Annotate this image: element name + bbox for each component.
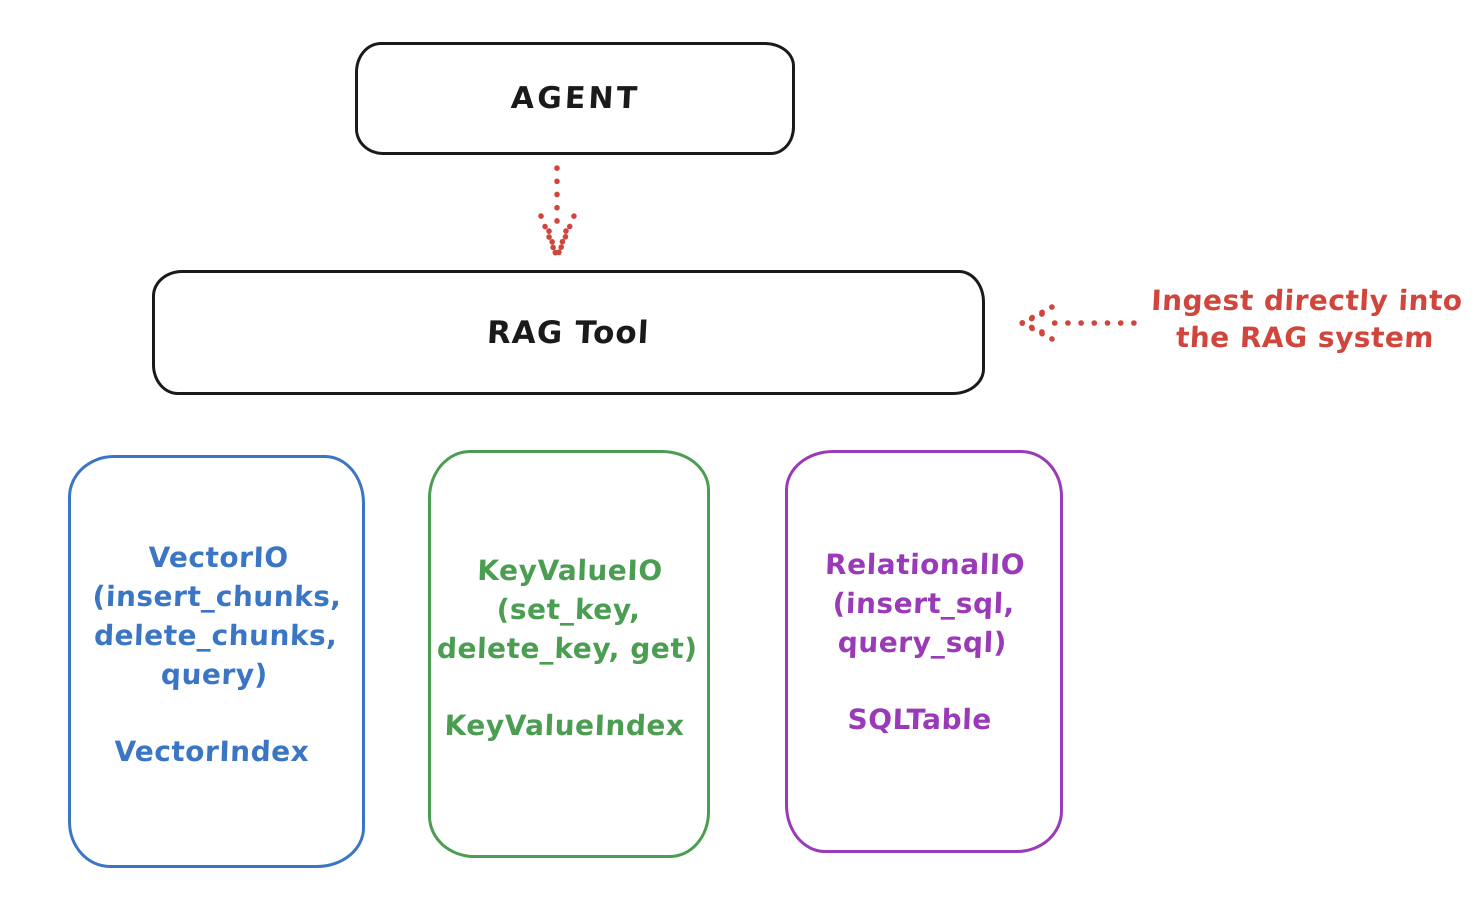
keyvalue-io-title: KeyValueIO	[476, 554, 664, 587]
ingest-annotation-arrow	[1019, 304, 1137, 342]
ingest-annotation: Ingest directly into the RAG system	[1136, 282, 1476, 356]
vector-index-label: VectorIndex	[113, 735, 310, 768]
relational-io-method: (insert_sql,	[832, 587, 1016, 620]
vector-io-title: VectorIO	[147, 541, 290, 574]
vector-io-node: VectorIO (insert_chunks, delete_chunks, …	[68, 455, 365, 868]
keyvalue-io-method: delete_key, get)	[436, 632, 699, 665]
vector-io-method: (insert_chunks,	[92, 580, 343, 613]
sql-table-label: SQLTable	[847, 703, 993, 736]
ingest-annotation-line2: the RAG system	[1175, 321, 1435, 354]
agent-node: AGENT	[355, 42, 795, 155]
keyvalue-index-label: KeyValueIndex	[444, 709, 686, 742]
agent-to-rag-arrow	[538, 165, 577, 258]
vector-io-method: query)	[160, 658, 269, 691]
relational-io-node: RelationalIO (insert_sql, query_sql) SQL…	[785, 450, 1063, 853]
keyvalue-io-method: (set_key,	[496, 593, 642, 626]
rag-tool-label: RAG Tool	[486, 314, 651, 351]
relational-io-method: query_sql)	[837, 626, 1008, 659]
rag-tool-node: RAG Tool	[152, 270, 985, 395]
relational-io-title: RelationalIO	[824, 548, 1026, 581]
keyvalue-io-node: KeyValueIO (set_key, delete_key, get) Ke…	[428, 450, 710, 858]
agent-label: AGENT	[509, 81, 641, 116]
ingest-annotation-line1: Ingest directly into	[1150, 284, 1464, 317]
vector-io-method: delete_chunks,	[93, 619, 338, 652]
